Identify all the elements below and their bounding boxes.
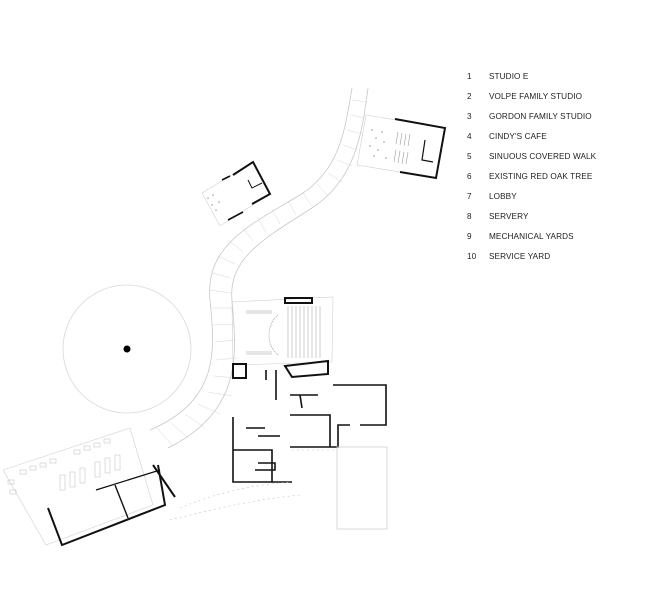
legend-label: MECHANICAL YARDS bbox=[489, 232, 574, 241]
legend-number: 5 bbox=[467, 152, 472, 161]
sinuous-covered-walk bbox=[149, 87, 369, 449]
legend-number: 6 bbox=[467, 172, 472, 181]
legend-item: 7 LOBBY bbox=[467, 190, 637, 210]
legend-label: SINUOUS COVERED WALK bbox=[489, 152, 597, 161]
legend-number: 2 bbox=[467, 92, 472, 101]
legend-number: 3 bbox=[467, 112, 472, 121]
legend-number: 10 bbox=[467, 252, 477, 261]
legend-label: STUDIO E bbox=[489, 72, 529, 81]
red-oak-tree bbox=[62, 284, 192, 414]
legend-item: 1 STUDIO E bbox=[467, 70, 637, 90]
legend-item: 8 SERVERY bbox=[467, 210, 637, 230]
legend-item: 9 MECHANICAL YARDS bbox=[467, 230, 637, 250]
legend-label: GORDON FAMILY STUDIO bbox=[489, 112, 592, 121]
legend-label: LOBBY bbox=[489, 192, 517, 201]
legend-number: 9 bbox=[467, 232, 472, 241]
legend-number: 4 bbox=[467, 132, 472, 141]
legend-label: CINDY'S CAFE bbox=[489, 132, 547, 141]
legend-number: 1 bbox=[467, 72, 472, 81]
legend-label: VOLPE FAMILY STUDIO bbox=[489, 92, 583, 101]
studio-e bbox=[356, 114, 447, 180]
legend-number: 7 bbox=[467, 192, 472, 201]
legend-label: EXISTING RED OAK TREE bbox=[489, 172, 593, 181]
cindys-cafe bbox=[2, 427, 176, 547]
legend-number: 8 bbox=[467, 212, 472, 221]
legend-label: SERVERY bbox=[489, 212, 529, 221]
legend: 1 STUDIO E 2 VOLPE FAMILY STUDIO 3 GORDON F… bbox=[467, 70, 637, 270]
legend-item: 3 GORDON FAMILY STUDIO bbox=[467, 110, 637, 130]
legend-item: 10 SERVICE YARD bbox=[467, 250, 637, 270]
legend-item: 2 VOLPE FAMILY STUDIO bbox=[467, 90, 637, 110]
gordon-family-studio bbox=[201, 160, 272, 227]
legend-label: SERVICE YARD bbox=[489, 252, 551, 261]
lobby-servery-mechanical bbox=[232, 370, 387, 483]
service-yard bbox=[336, 446, 388, 530]
legend-item: 4 CINDY'S CAFE bbox=[467, 130, 637, 150]
volpe-family-studio bbox=[231, 296, 334, 379]
legend-item: 6 EXISTING RED OAK TREE bbox=[467, 170, 637, 190]
legend-item: 5 SINUOUS COVERED WALK bbox=[467, 150, 637, 170]
